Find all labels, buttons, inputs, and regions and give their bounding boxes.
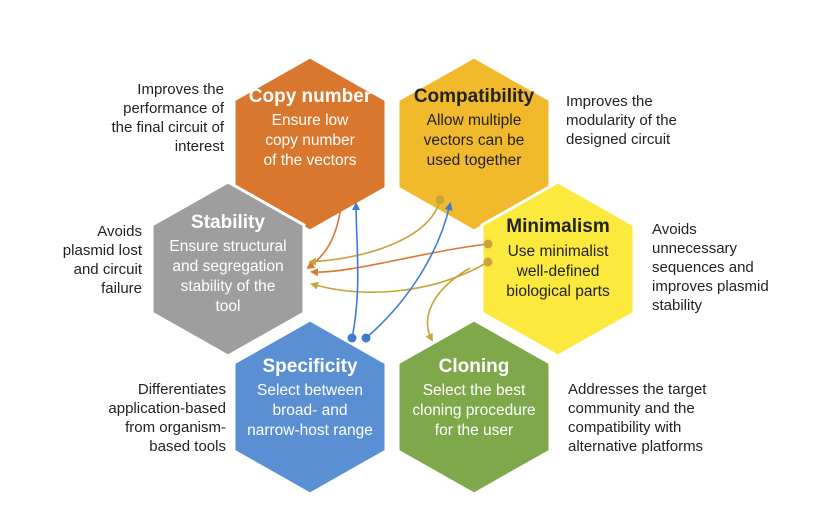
compatibility-title: Compatibility — [414, 86, 535, 107]
specificity-line-2: broad- and — [273, 402, 348, 419]
arrow-specificity-to-copy — [351, 202, 361, 339]
note-minimalism: Avoids unnecessary sequences and improve… — [652, 221, 769, 314]
compatibility-line-3: used together — [427, 152, 522, 169]
hex-stability — [150, 180, 306, 358]
arrow-specificity-origin-dot — [347, 333, 357, 343]
arrow-minimal-to-cloning — [425, 267, 471, 342]
hex-specificity — [232, 318, 388, 496]
compatibility-line-1: Allow multiple — [427, 112, 522, 129]
specificity-title: Specificity — [262, 356, 357, 377]
minimalism-line-1: Use minimalist — [508, 243, 609, 260]
note-specificity: Differentiates application-based from or… — [108, 381, 226, 455]
hex-cloning-text: Cloning Select the best cloning procedur… — [412, 356, 535, 439]
hex-copy-text: Copy number Ensure low copy number of th… — [249, 86, 372, 169]
stability-line-3: stability of the — [181, 278, 276, 295]
stability-title: Stability — [191, 212, 265, 233]
arrow-minimal-origin-dot — [483, 239, 493, 249]
hex-compat-text: Compatibility Allow multiple vectors can… — [414, 86, 535, 169]
specificity-line-3: narrow-host range — [247, 422, 373, 439]
hex-specific-text: Specificity Select between broad- and na… — [247, 356, 373, 439]
note-stability: Avoids plasmid lost and circuit failure — [62, 223, 142, 297]
specificity-line-1: Select between — [257, 382, 363, 399]
cloning-line-2: cloning procedure — [412, 402, 535, 419]
stability-line-4: tool — [216, 298, 241, 315]
stability-line-2: and segregation — [172, 258, 283, 275]
hex-minimalism — [480, 180, 636, 358]
copy-number-line-3: of the vectors — [263, 152, 356, 169]
stability-line-1: Ensure structural — [169, 238, 286, 255]
hex-minimal-text: Minimalism Use minimalist well-defined b… — [506, 216, 610, 300]
arrow-minimal-to-stability — [310, 261, 489, 293]
hex-cloning — [396, 318, 552, 496]
copy-number-line-1: Ensure low — [272, 112, 349, 129]
minimalism-line-2: well-defined — [516, 263, 600, 280]
arrow-copy-origin-dot — [337, 195, 347, 205]
cloning-title: Cloning — [439, 356, 510, 377]
compatibility-line-2: vectors can be — [424, 132, 525, 149]
note-compatibility: Improves the modularity of the designed … — [566, 93, 677, 148]
hex-stability-text: Stability Ensure structural and segregat… — [169, 212, 286, 315]
arrow-minimal-to-stability-2 — [310, 243, 489, 277]
hex-copy-number — [232, 55, 388, 233]
hex-compatibility — [396, 55, 552, 233]
arrow-minimal-origin-dot-2 — [483, 257, 493, 267]
copy-number-title: Copy number — [249, 86, 372, 107]
note-copy-number: Improves the performance of the final ci… — [111, 81, 224, 155]
minimalism-title: Minimalism — [506, 216, 609, 237]
cloning-line-1: Select the best — [423, 382, 526, 399]
copy-number-line-2: copy number — [265, 132, 355, 149]
note-cloning: Addresses the target community and the c… — [568, 381, 707, 455]
arrow-compat-origin-dot — [435, 195, 445, 205]
arrow-specificity-origin-dot-2 — [361, 333, 371, 343]
cloning-line-3: for the user — [435, 422, 513, 439]
arrow-specificity-to-compat — [365, 202, 453, 339]
minimalism-line-3: biological parts — [506, 283, 610, 300]
arrow-compat-to-stability — [308, 199, 441, 266]
